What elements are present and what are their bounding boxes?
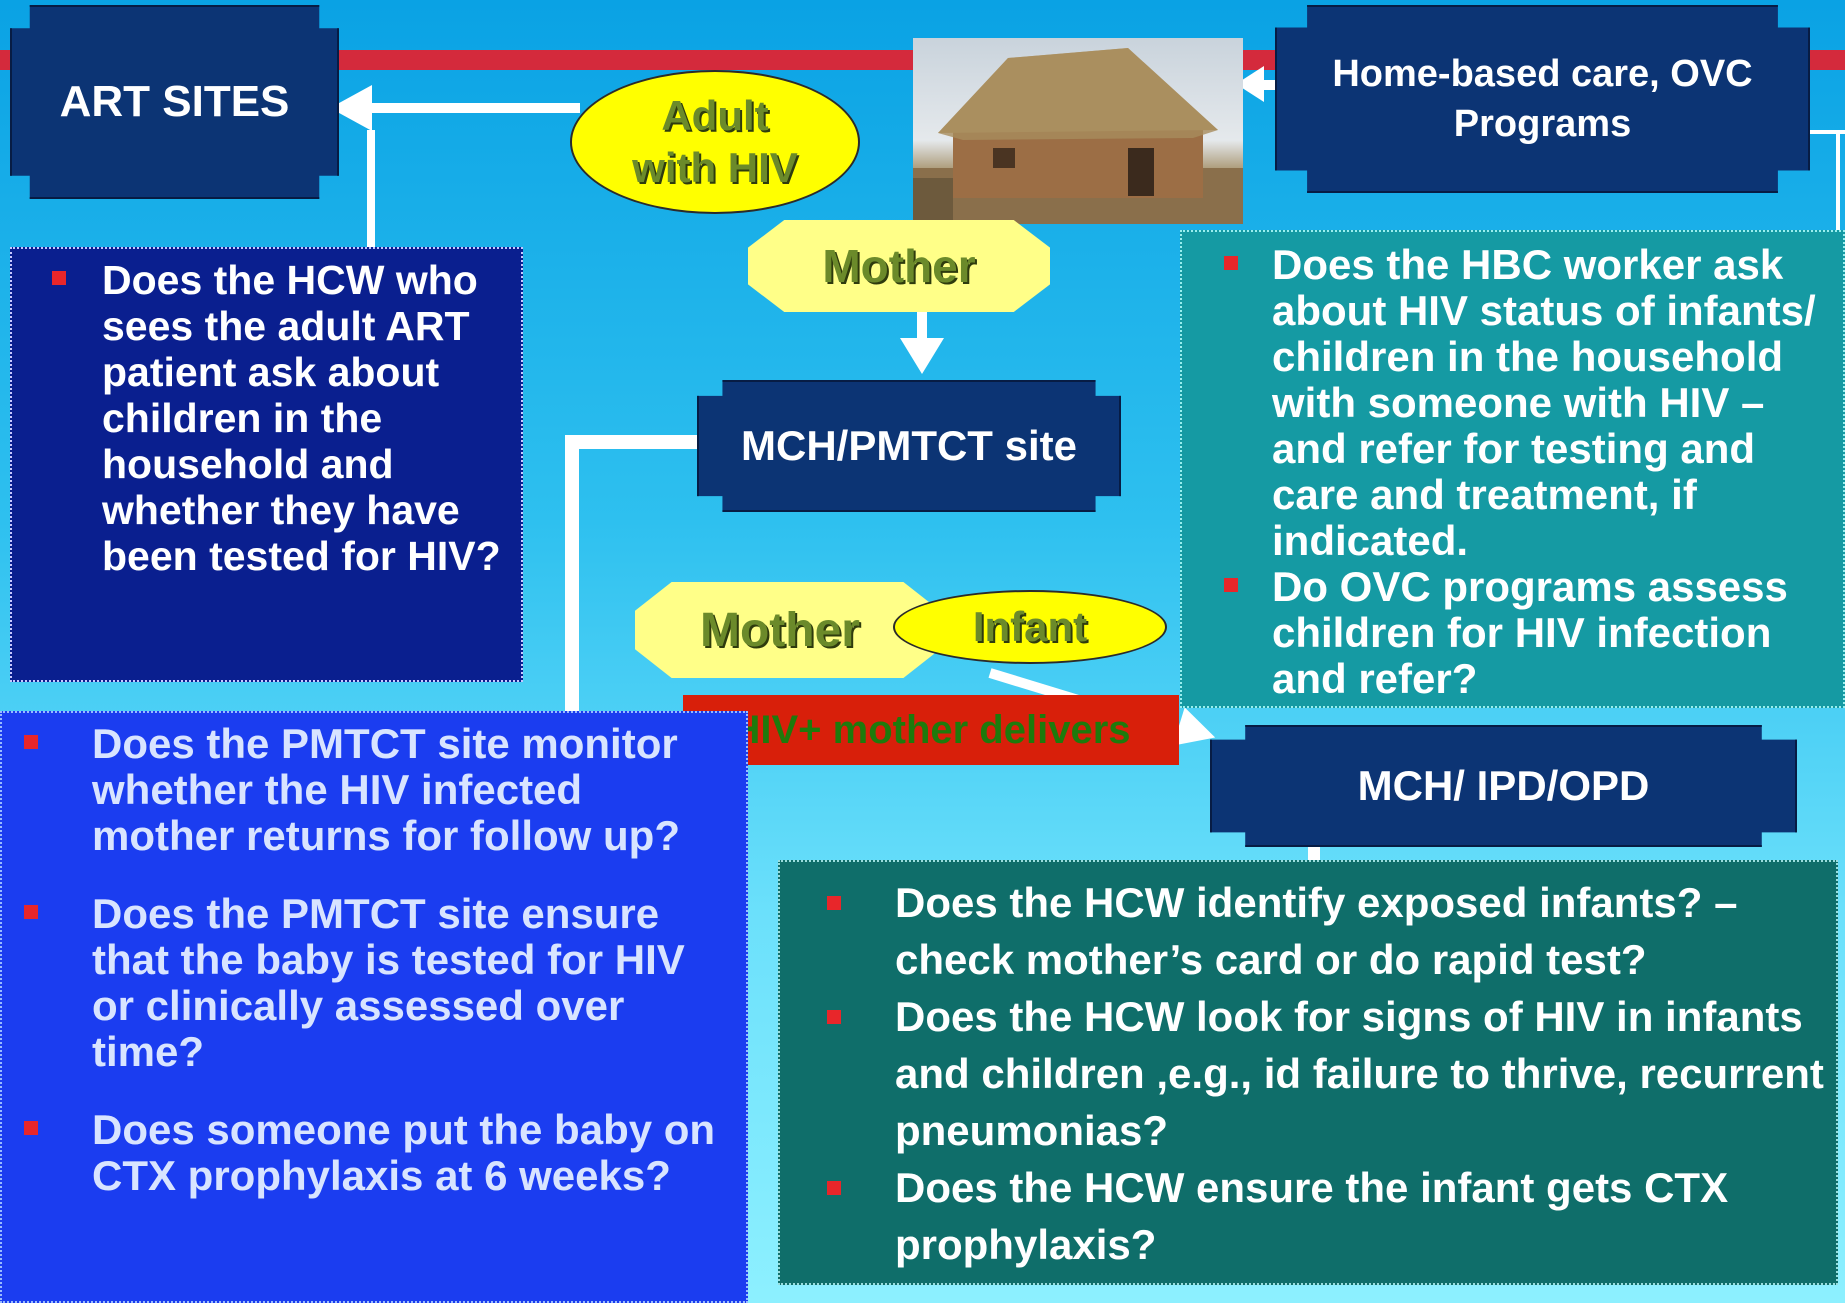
art-question-item: Does the HCW who sees the adult ART pati… — [32, 257, 511, 579]
mch-ipd-opd-label: MCH/ IPD/OPD — [1357, 762, 1650, 809]
hiv-mother-delivers-label: HIV+ mother delivers — [731, 707, 1131, 752]
pmtct-question-text-3: Does someone put the baby on CTX prophyl… — [92, 1106, 716, 1199]
bullet-icon — [1224, 256, 1238, 270]
infant-label: Infant — [972, 603, 1088, 650]
mch-question-text-2: Does the HCW look for signs of HIV in in… — [895, 993, 1824, 1154]
pmtct-questions-panel: Does the PMTCT site monitor whether the … — [0, 711, 748, 1303]
mch-question-item: Does the HCW ensure the infant gets CTX … — [800, 1159, 1826, 1273]
connector-hbc-down — [1836, 130, 1840, 235]
arrow-to-pmtct-icon — [900, 338, 944, 374]
hiv-mother-delivers-box: HIV+ mother delivers — [683, 695, 1179, 765]
art-question-text: Does the HCW who sees the adult ART pati… — [102, 257, 501, 579]
mch-pmtct-box: MCH/PMTCT site — [697, 380, 1121, 512]
bullet-icon — [827, 1010, 841, 1024]
pmtct-question-item: Does the PMTCT site ensure that the baby… — [22, 891, 736, 1075]
hbc-question-item: Does the HBC worker ask about HIV status… — [1202, 242, 1833, 564]
mch-pmtct-label: MCH/PMTCT site — [741, 422, 1077, 469]
bullet-icon — [24, 735, 38, 749]
bullet-icon — [1224, 578, 1238, 592]
hbc-question-text-1: Does the HBC worker ask about HIV status… — [1272, 241, 1816, 564]
bullet-icon — [24, 905, 38, 919]
bullet-icon — [52, 271, 66, 285]
connector-mother-down — [917, 310, 927, 342]
adult-label: Adult — [661, 92, 769, 139]
pmtct-question-item: Does someone put the baby on CTX prophyl… — [22, 1107, 736, 1199]
connector-pmtct-down — [565, 435, 579, 715]
home-based-care-box: Home-based care, OVC Programs — [1275, 5, 1810, 193]
mch-questions-panel: Does the HCW identify exposed infants? –… — [778, 860, 1838, 1285]
hbc-question-text-2: Do OVC programs assess children for HIV … — [1272, 563, 1788, 702]
bullet-icon — [24, 1121, 38, 1135]
mother-delivery-octagon: Mother — [635, 582, 940, 678]
pmtct-question-item: Does the PMTCT site monitor whether the … — [22, 721, 736, 859]
hut-photo — [913, 38, 1243, 224]
with-hiv-label: with HIV — [632, 144, 798, 191]
connector-adult-to-art — [370, 103, 580, 113]
art-sites-label: ART SITES — [59, 77, 290, 126]
home-based-care-label: Home-based care, OVC Programs — [1332, 53, 1753, 145]
art-sites-box: ART SITES — [10, 5, 339, 199]
pmtct-question-text-2: Does the PMTCT site ensure that the baby… — [92, 890, 685, 1075]
art-questions-panel: Does the HCW who sees the adult ART pati… — [10, 247, 523, 682]
mch-question-text-3: Does the HCW ensure the infant gets CTX … — [895, 1164, 1729, 1268]
mother-delivery-label: Mother — [700, 603, 860, 657]
infant-oval: Infant — [893, 590, 1167, 664]
bullet-icon — [827, 896, 841, 910]
pmtct-question-text-1: Does the PMTCT site monitor whether the … — [92, 720, 680, 859]
adult-with-hiv-oval: Adult with HIV — [570, 70, 860, 214]
connector-hbc-right — [1780, 130, 1845, 134]
mch-question-text-1: Does the HCW identify exposed infants? –… — [895, 879, 1738, 983]
mch-question-item: Does the HCW identify exposed infants? –… — [800, 874, 1826, 988]
hbc-question-item: Do OVC programs assess children for HIV … — [1202, 564, 1833, 702]
mch-question-item: Does the HCW look for signs of HIV in in… — [800, 988, 1826, 1159]
connector-art-down — [367, 130, 375, 250]
mother-top-label: Mother — [822, 240, 976, 292]
bullet-icon — [827, 1181, 841, 1195]
connector-hut-to-hbc — [1255, 80, 1290, 90]
hut-illustration — [913, 48, 1243, 224]
hbc-questions-panel: Does the HBC worker ask about HIV status… — [1180, 230, 1845, 708]
mother-top-octagon: Mother — [748, 220, 1050, 312]
connector-pmtct-left — [565, 435, 705, 449]
mch-ipd-opd-box: MCH/ IPD/OPD — [1210, 725, 1797, 847]
